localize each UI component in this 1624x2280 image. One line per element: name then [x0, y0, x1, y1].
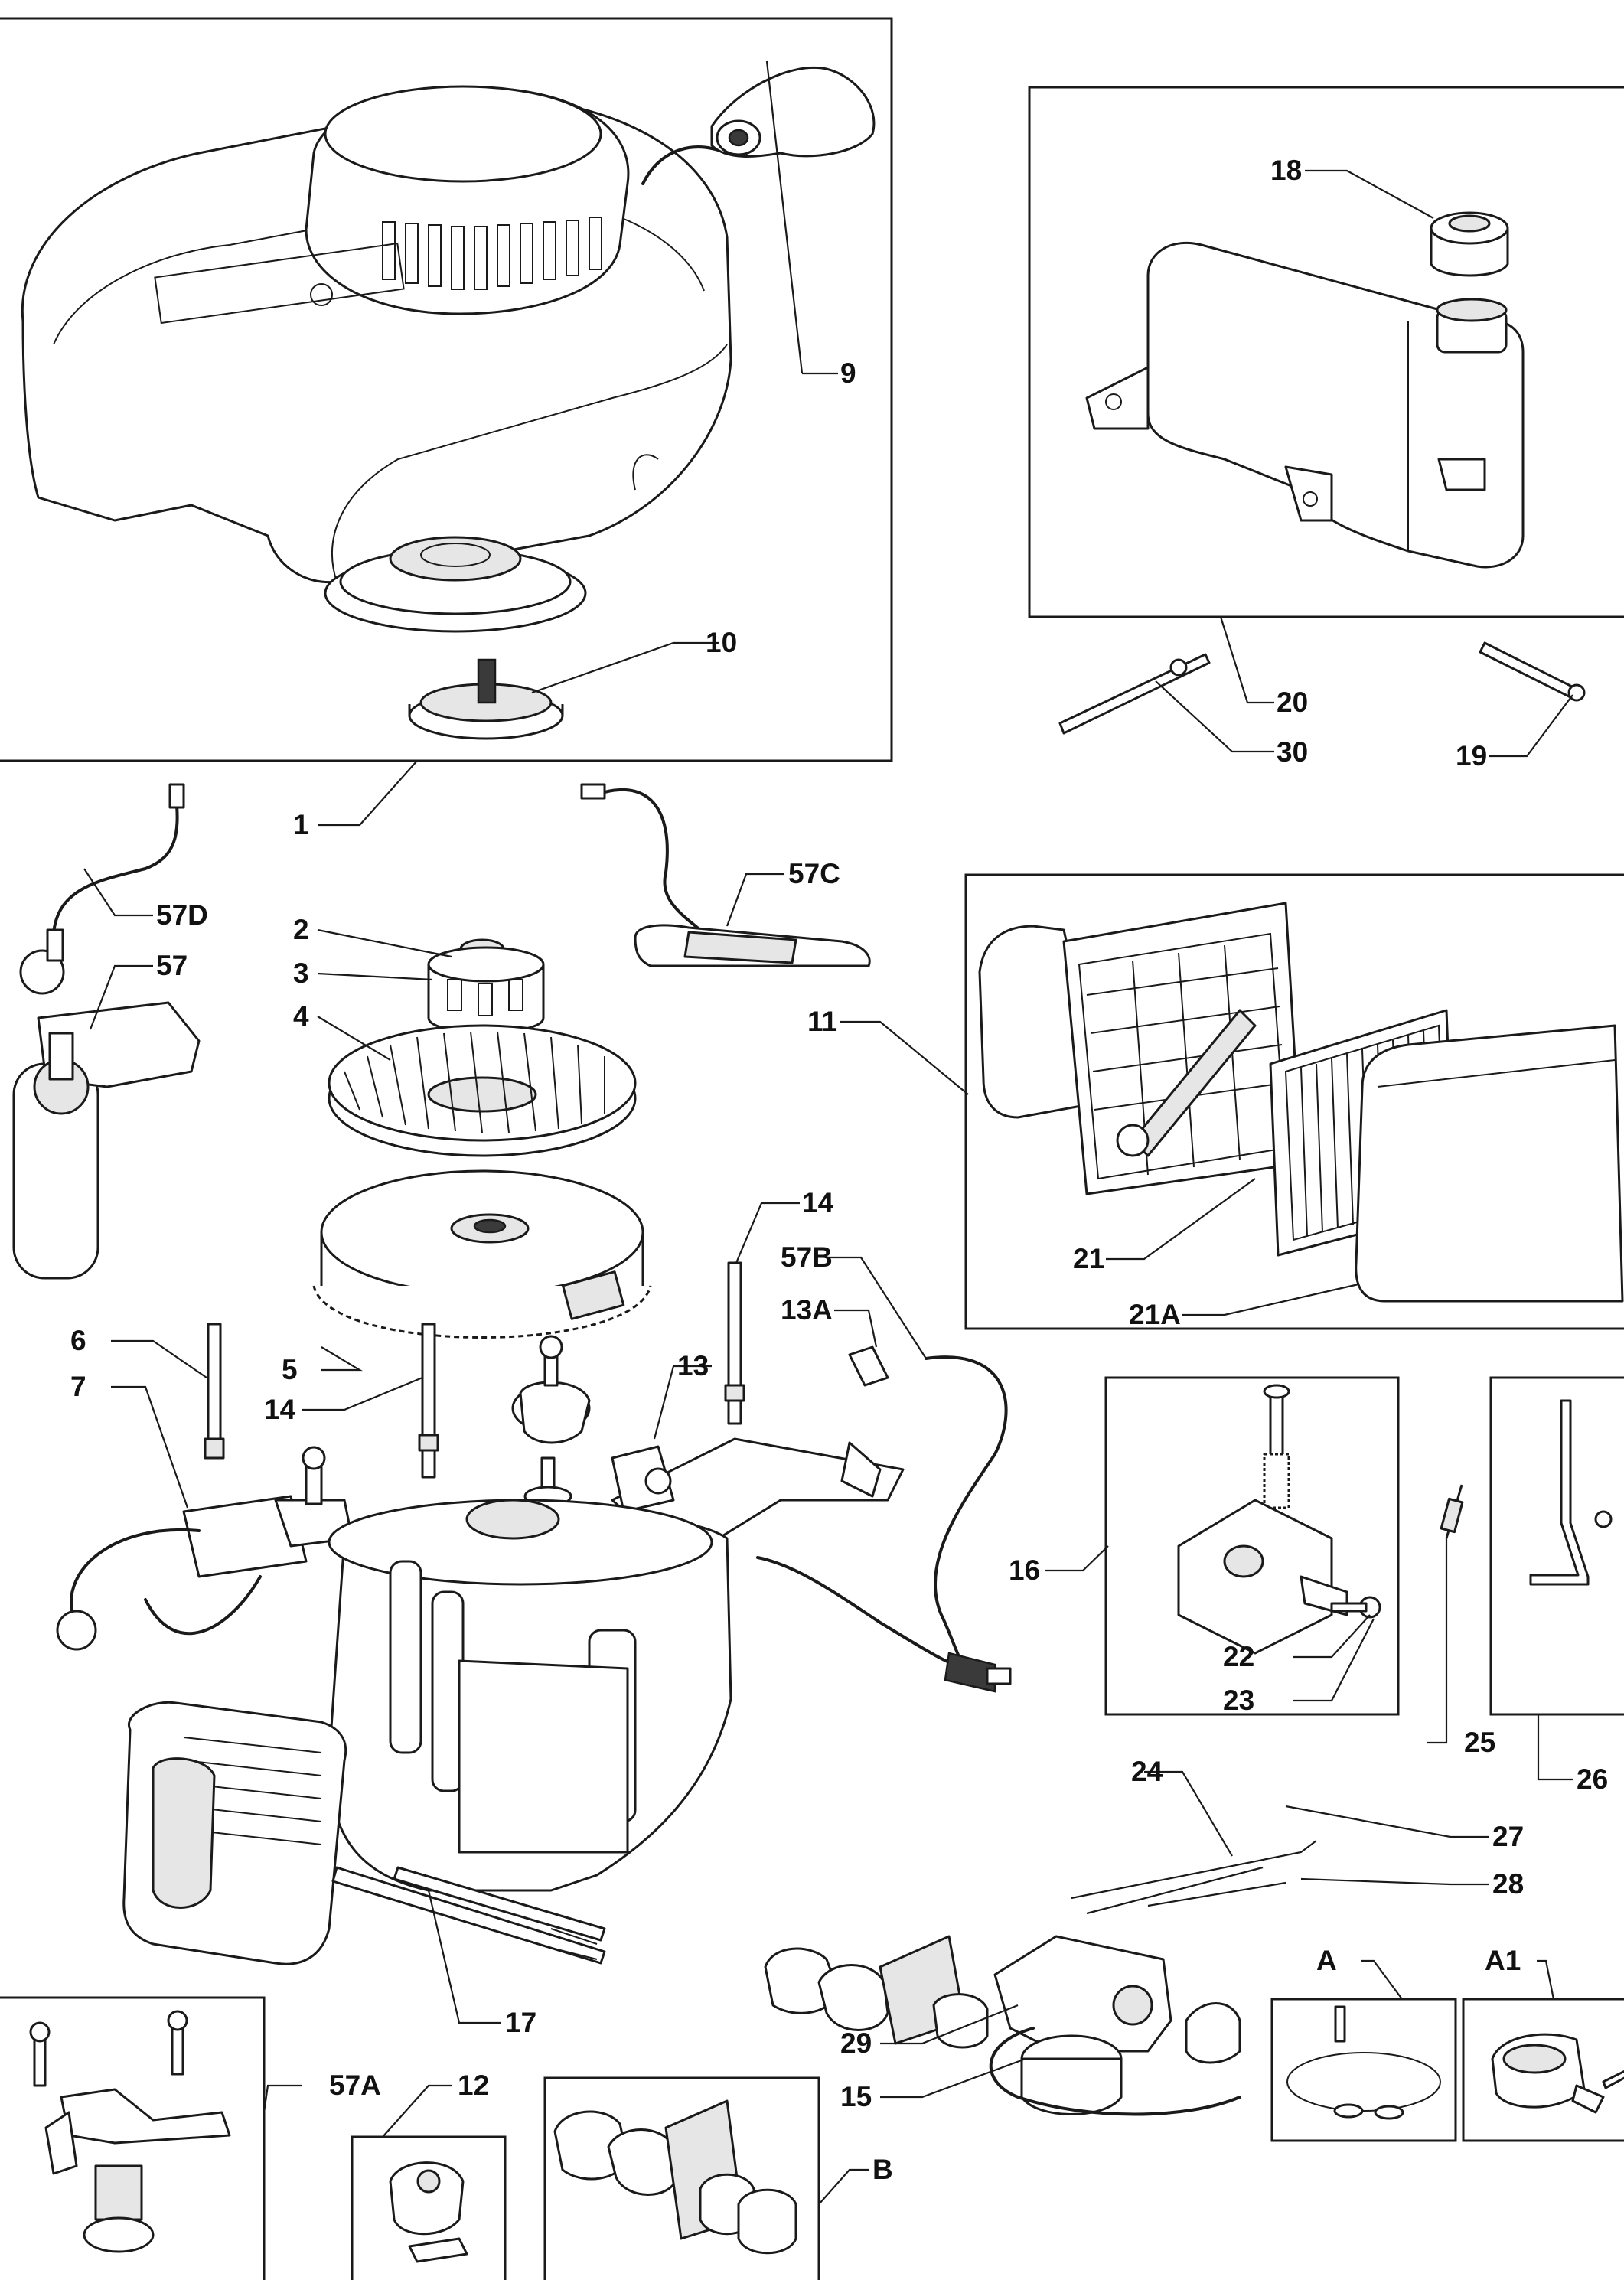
box-kit-a: [1270, 1998, 1457, 2142]
air-filter-base: [1062, 902, 1303, 1195]
label-7: 7: [70, 1371, 86, 1402]
ignition-coil: [56, 1446, 354, 1651]
box-governor-bracket: [1104, 1376, 1400, 1716]
pre-filter-foam: [1355, 1024, 1624, 1303]
label-27: 27: [1492, 1821, 1524, 1852]
label-14-lower: 14: [264, 1394, 296, 1425]
electric-starter-motor: [12, 1001, 201, 1280]
label-12: 12: [458, 2070, 489, 2101]
label-3: 3: [293, 957, 309, 989]
governor-lever: [1529, 1399, 1613, 1586]
throttle-rods: [1071, 1840, 1317, 1915]
tank-pin-19: [1479, 641, 1586, 702]
carburetor: [989, 1935, 1241, 2116]
box-air-filter: [964, 873, 1624, 1330]
label-14-upper: 14: [802, 1187, 834, 1218]
box-recoil-starter: [0, 17, 893, 762]
wiring-harness-57b: [756, 1355, 1012, 1693]
box-cam-12: [351, 2135, 507, 2280]
box-gasket-kit-b: [543, 2076, 820, 2280]
label-17: 17: [505, 2007, 536, 2038]
governor-spring-25: [1440, 1484, 1464, 1539]
cam-assembly-center: [511, 1335, 591, 1507]
label-28: 28: [1492, 1868, 1524, 1900]
box-kit-a1: [1462, 1998, 1624, 2142]
starter-cup: [427, 946, 545, 1034]
stud-6: [204, 1323, 225, 1460]
label-4: 4: [293, 1000, 309, 1032]
starter-pulley: [324, 536, 587, 633]
tank-bolt-30: [1058, 653, 1211, 735]
label-21: 21: [1073, 1243, 1104, 1274]
label-25: 25: [1464, 1727, 1495, 1758]
kit-a: [1286, 2005, 1441, 2120]
ignition-cable-57d: [19, 783, 185, 995]
label-1: 1: [293, 809, 309, 840]
label-6: 6: [70, 1325, 86, 1356]
stud-14-upper: [724, 1261, 745, 1425]
engine-block: [328, 1499, 732, 1892]
label-15: 15: [840, 2081, 872, 2112]
label-9: 9: [840, 357, 856, 389]
label-30: 30: [1277, 736, 1308, 768]
label-22: 22: [1223, 1641, 1254, 1672]
label-13: 13: [677, 1350, 709, 1381]
label-57b: 57B: [781, 1241, 833, 1273]
cam-12: [389, 2161, 468, 2263]
starter-handle: [641, 67, 876, 185]
label-a1: A1: [1485, 1945, 1521, 1976]
label-23: 23: [1223, 1685, 1254, 1716]
stud-14-lower: [418, 1323, 439, 1479]
label-18: 18: [1270, 155, 1302, 186]
label-10: 10: [706, 627, 737, 658]
label-11: 11: [807, 1006, 837, 1037]
box-fuel-tank: [1028, 86, 1624, 618]
engine-cylinder-head: [122, 1701, 347, 1965]
label-21a: 21A: [1129, 1299, 1181, 1330]
label-a: A: [1316, 1945, 1337, 1976]
label-26: 26: [1577, 1763, 1608, 1795]
label-57: 57: [156, 950, 188, 981]
label-b: B: [872, 2154, 893, 2185]
label-19: 19: [1456, 740, 1487, 771]
box-governor-lever: [1489, 1376, 1624, 1716]
starter-pawl-plate: [408, 658, 564, 740]
label-57d: 57D: [156, 899, 208, 931]
box-solenoid-bracket: [0, 1996, 266, 2280]
recoil-starter-housing: [21, 85, 732, 584]
gasket-kit-b: [553, 2099, 797, 2255]
leader-lines: [83, 60, 1573, 2205]
wiring-harness-57c: [580, 783, 871, 967]
label-5: 5: [282, 1354, 298, 1385]
carb-gaskets: [764, 1935, 1241, 2064]
label-24: 24: [1131, 1756, 1163, 1787]
label-57a: 57A: [329, 2070, 381, 2101]
label-20: 20: [1277, 687, 1308, 718]
solenoid-bracket-kit: [29, 2010, 231, 2253]
callout-labels: 9 10 1 18 20 30 19 57D 57 57C 2 3 4 11 2…: [70, 155, 1608, 2185]
fuel-cap: [1430, 211, 1509, 277]
label-29: 29: [840, 2027, 872, 2059]
label-13a: 13A: [781, 1294, 833, 1326]
flywheel: [312, 1169, 652, 1339]
label-16: 16: [1009, 1554, 1040, 1586]
label-2: 2: [293, 914, 309, 945]
kit-a1: [1491, 2033, 1624, 2114]
cooling-fan: [328, 1024, 637, 1157]
governor-bracket-assembly: [1177, 1384, 1381, 1655]
fuel-tank: [1085, 241, 1525, 569]
label-57c: 57C: [788, 858, 840, 889]
head-bolts: [331, 1866, 606, 1965]
